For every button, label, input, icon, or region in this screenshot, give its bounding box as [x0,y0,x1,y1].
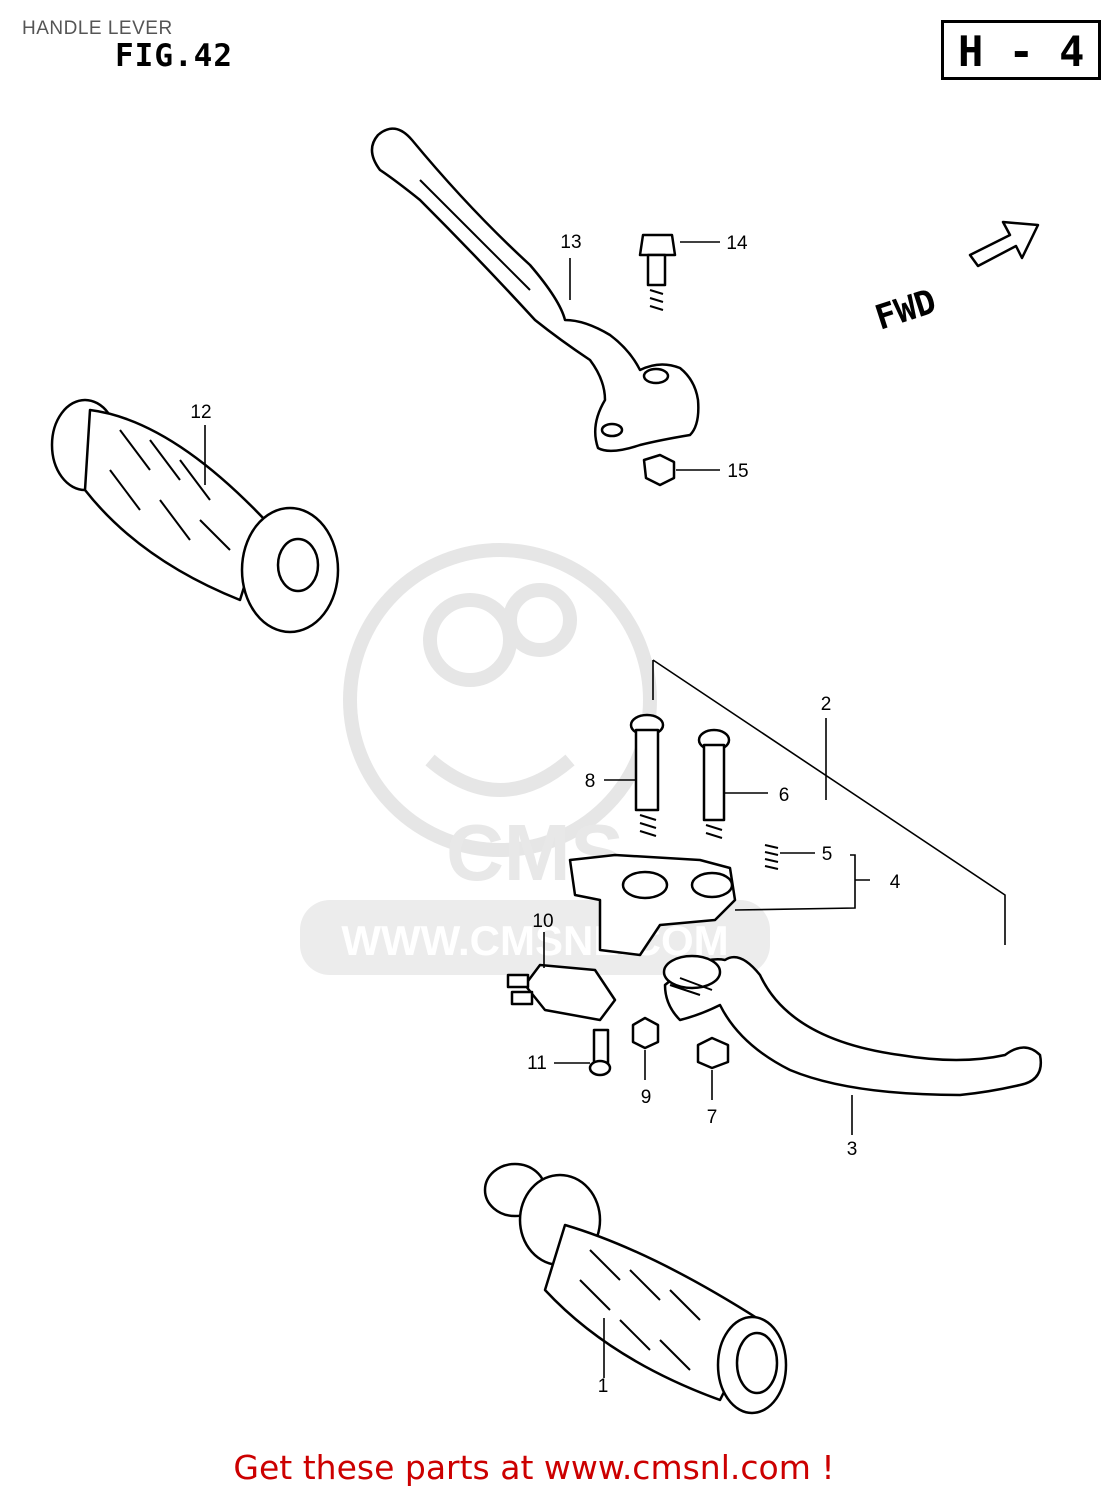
footer-link[interactable]: Get these parts at www.cmsnl.com ! [233,1448,835,1487]
callout-1: 1 [598,1376,609,1397]
part-1-grip [483,1162,788,1415]
figure-label: FIG.42 [115,38,233,74]
callout-10: 10 [532,911,553,932]
fwd-label: FWD [870,282,941,339]
callout-7: 7 [707,1107,718,1128]
part-8-bolt [629,713,665,837]
section-code: H - 4 [958,27,1085,76]
part-15-nut [642,453,676,487]
callout-6: 6 [779,785,790,806]
callout-11: 11 [527,1053,547,1074]
part-12-grip [50,398,340,634]
leader-lines [204,241,870,1378]
part-13-lever [370,127,700,453]
part-5-spring [764,844,779,870]
parts-diagram: CMS WWW.CMSNL.COM FWD [50,127,1043,1415]
callout-4: 4 [890,872,901,893]
callout-5: 5 [822,844,833,865]
section-code-box: H - 4 [941,20,1101,80]
fwd-arrow-icon [968,220,1040,268]
part-9-nut [631,1016,660,1050]
callout-3: 3 [847,1139,858,1160]
assembly-bracket [652,659,1006,945]
part-4-holder [568,853,737,957]
fwd-direction: FWD [870,220,1040,339]
callout-9: 9 [641,1087,652,1108]
callout-13: 13 [560,232,581,253]
callout-12: 12 [190,402,211,423]
page-title: HANDLE LEVER [22,18,173,39]
callout-14: 14 [726,233,748,254]
part-11-screw [588,1028,612,1077]
callout-8: 8 [585,771,596,792]
part-10-switch [506,963,617,1022]
part-6-bolt [697,728,731,839]
part-7-nut [696,1036,730,1070]
callout-2: 2 [821,694,832,715]
part-14-bolt [638,233,677,311]
part-3-lever [662,954,1043,1097]
callout-15: 15 [727,461,748,482]
